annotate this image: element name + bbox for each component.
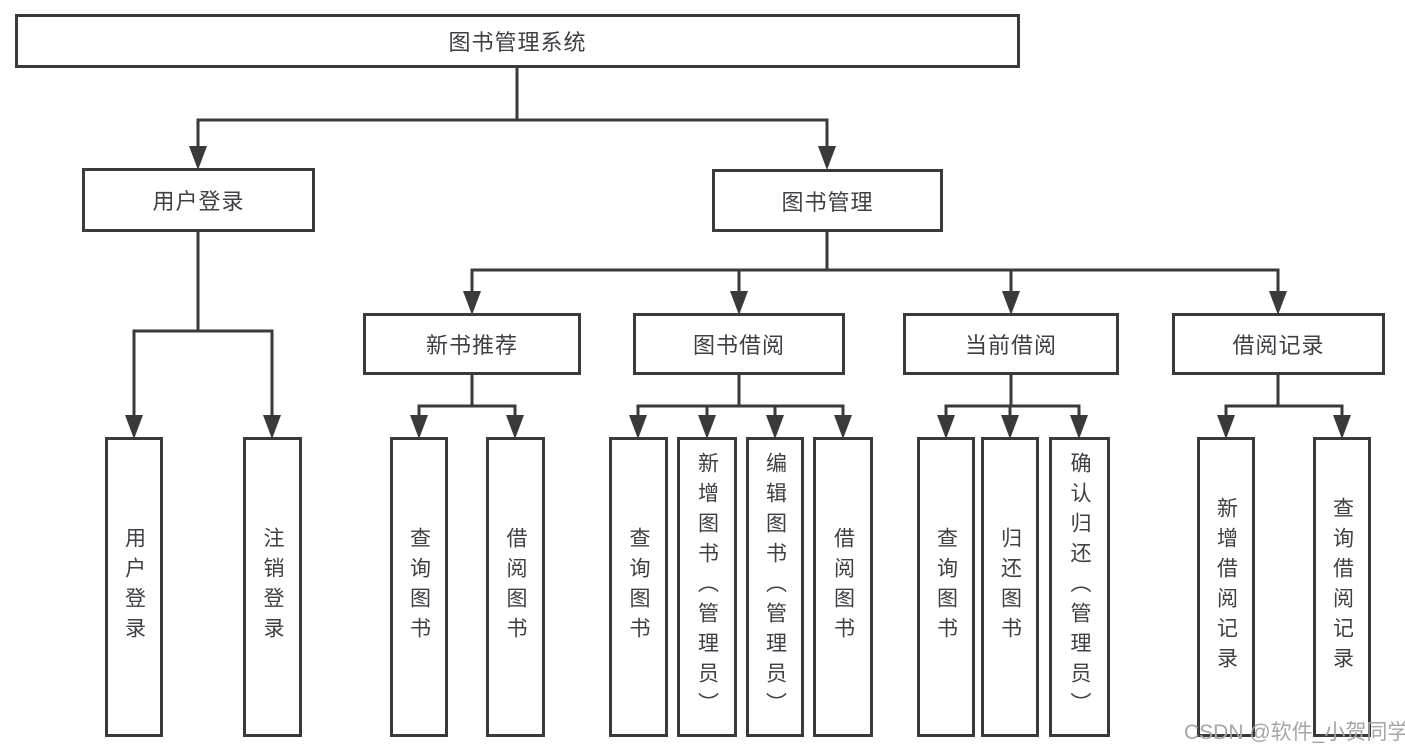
arrowhead-icon bbox=[766, 415, 784, 439]
leaf-add-book-admin-label: 新增图书（管理员） bbox=[695, 452, 719, 722]
leaf-edit-book-admin: 编辑图书（管理员） bbox=[746, 437, 804, 737]
connector-root-to-level2 bbox=[189, 68, 836, 170]
leaf-edit-book-admin-label: 编辑图书（管理员） bbox=[763, 452, 787, 722]
leaf-query-books-borrow-label: 查询图书 bbox=[627, 527, 651, 647]
csdn-watermark: CSDN @软件_小贺同学 bbox=[1184, 721, 1405, 744]
leaf-query-books-current: 查询图书 bbox=[917, 437, 975, 737]
arrowhead-icon bbox=[1333, 415, 1351, 439]
node-book-borrow-label: 图书借阅 bbox=[692, 333, 785, 358]
node-user-login: 用户登录 bbox=[82, 168, 315, 232]
node-current-borrow-label: 当前借阅 bbox=[964, 333, 1057, 358]
arrowhead-icon bbox=[1070, 415, 1088, 439]
leaf-query-books-current-label: 查询图书 bbox=[934, 527, 958, 647]
leaf-query-borrow-record-label: 查询借阅记录 bbox=[1330, 497, 1354, 677]
arrowhead-icon bbox=[463, 291, 481, 315]
node-root: 图书管理系统 bbox=[15, 14, 1020, 68]
connector-book-borrow-to-children bbox=[629, 375, 852, 439]
arrowhead-icon bbox=[834, 415, 852, 439]
arrowhead-icon bbox=[1269, 291, 1287, 315]
leaf-query-books-recommend: 查询图书 bbox=[390, 437, 448, 737]
node-user-login-label: 用户登录 bbox=[152, 189, 245, 214]
leaf-confirm-return-admin-label: 确认归还（管理员） bbox=[1068, 452, 1092, 722]
node-borrow-records: 借阅记录 bbox=[1172, 313, 1385, 375]
leaf-logout-label: 注销登录 bbox=[261, 527, 285, 647]
connector-current-borrow-to-children bbox=[937, 375, 1088, 439]
leaf-borrow-books-recommend-label: 借阅图书 bbox=[504, 527, 528, 647]
leaf-return-book: 归还图书 bbox=[981, 437, 1039, 737]
leaf-confirm-return-admin: 确认归还（管理员） bbox=[1049, 437, 1110, 737]
leaf-borrow-books-label: 借阅图书 bbox=[831, 527, 855, 647]
arrowhead-icon bbox=[410, 415, 428, 439]
node-current-borrow: 当前借阅 bbox=[903, 313, 1119, 375]
leaf-add-borrow-record: 新增借阅记录 bbox=[1197, 437, 1255, 737]
leaf-logout: 注销登录 bbox=[243, 437, 302, 737]
connector-book-management-to-level3 bbox=[463, 232, 1287, 315]
leaf-user-login-label: 用户登录 bbox=[122, 527, 146, 647]
arrowhead-icon bbox=[1217, 415, 1235, 439]
leaf-query-borrow-record: 查询借阅记录 bbox=[1313, 437, 1371, 737]
node-new-book-recommend: 新书推荐 bbox=[363, 313, 581, 375]
node-borrow-records-label: 借阅记录 bbox=[1232, 333, 1325, 358]
node-root-label: 图书管理系统 bbox=[448, 30, 587, 55]
arrowhead-icon bbox=[698, 415, 716, 439]
leaf-add-book-admin: 新增图书（管理员） bbox=[677, 437, 737, 737]
arrowhead-icon bbox=[506, 415, 524, 439]
node-new-book-recommend-label: 新书推荐 bbox=[425, 333, 518, 358]
leaf-return-book-label: 归还图书 bbox=[998, 527, 1022, 647]
arrowhead-icon bbox=[937, 415, 955, 439]
arrowhead-icon bbox=[189, 146, 207, 170]
node-book-management-label: 图书管理 bbox=[781, 189, 874, 215]
leaf-user-login: 用户登录 bbox=[105, 437, 163, 737]
arrowhead-icon bbox=[818, 146, 836, 170]
node-book-borrow: 图书借阅 bbox=[633, 313, 845, 375]
connector-user-login-to-children bbox=[125, 232, 281, 439]
arrowhead-icon bbox=[1001, 415, 1019, 439]
leaf-query-books-borrow: 查询图书 bbox=[609, 437, 668, 737]
leaf-borrow-books-recommend: 借阅图书 bbox=[486, 437, 545, 737]
leaf-add-borrow-record-label: 新增借阅记录 bbox=[1214, 497, 1238, 677]
leaf-query-books-recommend-label: 查询图书 bbox=[407, 527, 431, 647]
connector-new-book-recommend-to-children bbox=[410, 375, 524, 439]
arrowhead-icon bbox=[125, 415, 143, 439]
leaf-borrow-books: 借阅图书 bbox=[813, 437, 873, 737]
arrowhead-icon bbox=[629, 415, 647, 439]
arrowhead-icon bbox=[730, 291, 748, 315]
arrowhead-icon bbox=[1002, 291, 1020, 315]
arrowhead-icon bbox=[263, 415, 281, 439]
node-book-management: 图书管理 bbox=[712, 169, 943, 232]
connector-borrow-records-to-children bbox=[1217, 375, 1351, 439]
